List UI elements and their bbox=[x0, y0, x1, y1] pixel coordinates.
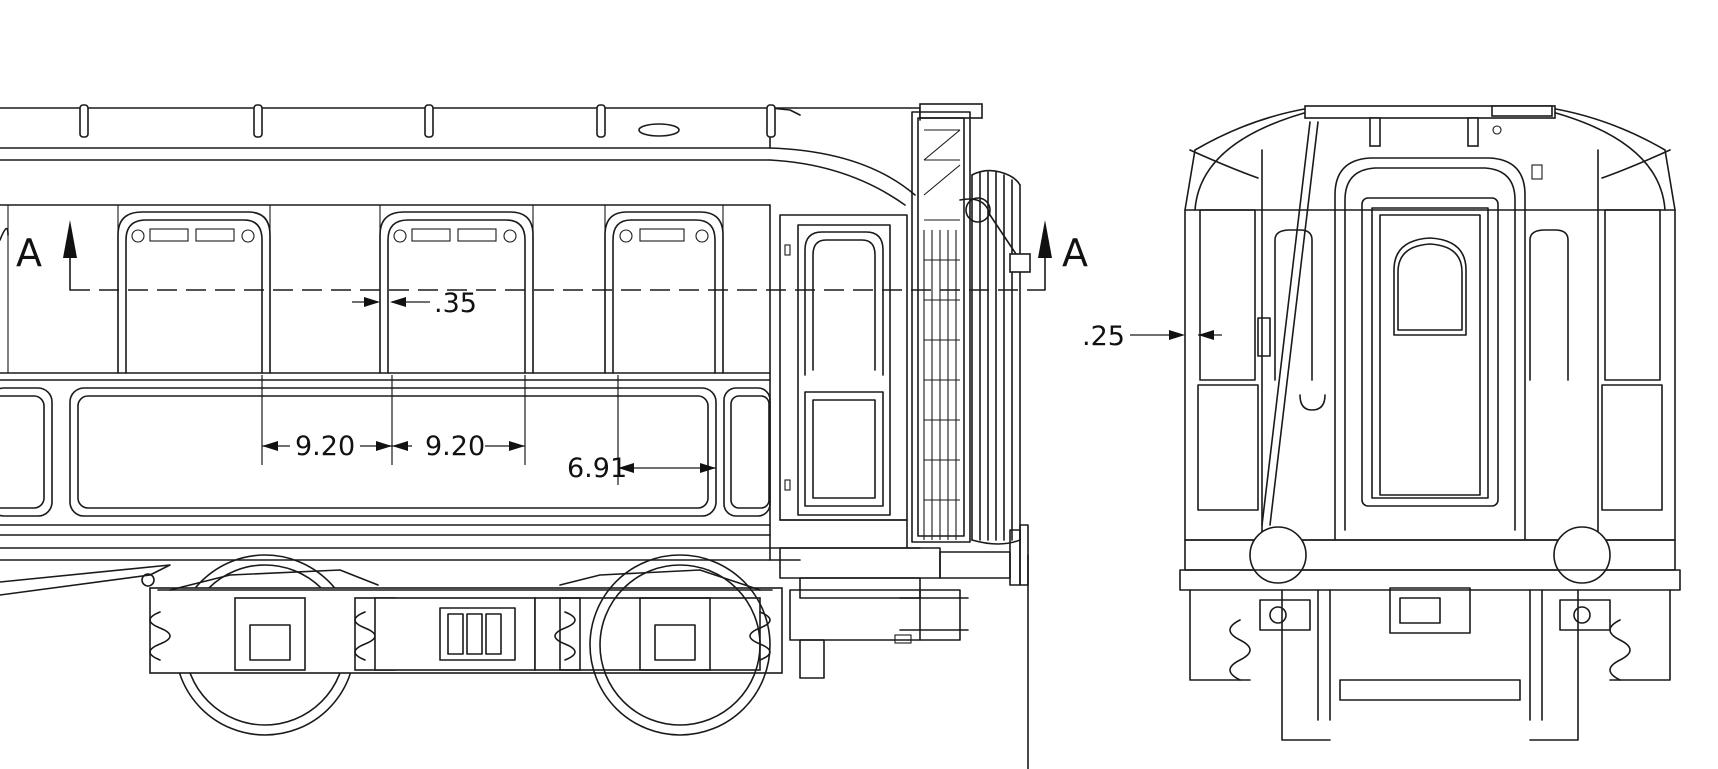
window-2 bbox=[379, 211, 534, 374]
gangway-ladder bbox=[911, 111, 1031, 545]
dimension-025-label: .25 bbox=[1082, 321, 1125, 352]
bogie-left bbox=[149, 554, 783, 736]
side-windows bbox=[0, 211, 724, 374]
side-elevation bbox=[0, 103, 1052, 769]
dimension-920-a-label: 9.20 bbox=[295, 431, 355, 462]
dimension-691-label: 6.91 bbox=[567, 453, 627, 484]
dimension-lines bbox=[261, 297, 716, 485]
section-label-left: A bbox=[16, 231, 42, 275]
bogies bbox=[149, 554, 783, 736]
dimension-920-b-label: 9.20 bbox=[425, 431, 485, 462]
coach-body bbox=[0, 204, 921, 561]
roof bbox=[0, 103, 983, 206]
end-elevation bbox=[1130, 105, 1681, 741]
window-3 bbox=[604, 211, 724, 374]
end-door bbox=[779, 214, 908, 549]
section-label-right: A bbox=[1062, 231, 1088, 275]
lower-panels bbox=[0, 387, 771, 517]
dimension-035-label: .35 bbox=[434, 288, 477, 319]
buffer-coupling bbox=[779, 524, 1029, 679]
section-line-a bbox=[63, 220, 1052, 769]
window-1 bbox=[117, 211, 271, 374]
